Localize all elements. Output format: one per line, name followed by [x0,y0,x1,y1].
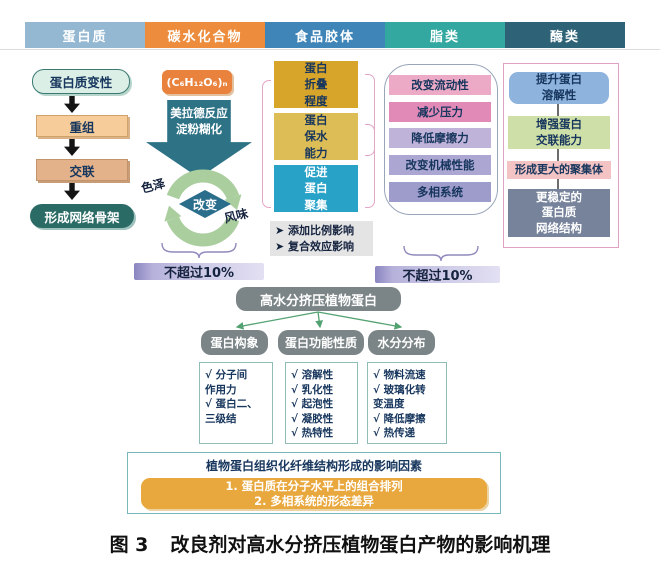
note-ratio-effect: ➤ 添加比例影响 [275,223,355,237]
functional-properties-node: 蛋白功能性质 [278,330,364,355]
legend-enzyme: 酶类 [505,22,625,48]
note-compound-effect: ➤ 复合效应影响 [275,239,355,253]
checklist-item: √ 起泡性 [291,398,334,410]
legend-colloid: 食品胶体 [265,22,385,48]
recombination-node: 重组 [36,115,128,137]
hme-plant-protein-node: 高水分挤压植物蛋白 [236,287,401,311]
water-holding-node: 蛋白 保水 能力 [274,113,358,160]
mechanical-node: 改变机械性能 [389,155,491,175]
larger-aggregates-node: 形成更大的聚集体 [507,161,611,179]
underbrace-icon [161,243,237,259]
protein-conformation-node: 蛋白构象 [201,330,268,355]
crosslink-node: 交联 [36,159,128,181]
legend-carbohydrate: 碳水化合物 [145,22,265,48]
carb-limit-badge: 不超过10% [134,263,264,281]
protein-folding-node: 蛋白 折叠 程度 [274,61,358,108]
right-bracket-icon [365,74,375,156]
checklist-item: √ 热特性 [291,427,334,439]
legend-lipid: 脂类 [385,22,505,48]
lipid-limit-badge: 不超过10% [375,266,500,284]
moisture-distribution-node: 水分分布 [368,330,435,355]
checklist-item: √ 蛋白二、 三级结 [205,398,258,425]
checklist-item: √ 分子间 作用力 [205,369,248,396]
checklist-item: √ 降低摩擦 [373,412,426,425]
lipid-group-outline [384,64,498,215]
factors-list: 1. 蛋白质在分子水平上的组合排列 2. 多相系统的形态差异 [141,478,487,509]
down-arrow-icon [64,183,80,200]
fanout-arrows-icon [235,311,403,330]
checklist-item: √ 物料流速 [373,369,426,381]
figure-caption: 图 3 改良剂对高水分挤压植物蛋白产物的影响机理 [0,530,660,557]
checklist-item: √ 玻璃化转 变温度 [373,383,426,411]
figure-title: 改良剂对高水分挤压植物蛋白产物的影响机理 [170,534,551,556]
legend-bar: 蛋白质 碳水化合物 食品胶体 脂类 酶类 [25,22,625,48]
figure-number: 图 3 [109,534,149,556]
pressure-node: 减少压力 [389,102,491,122]
protein-denaturation-node: 蛋白质变性 [32,69,130,94]
down-arrow-icon [64,96,80,113]
checklist-item: √ 凝胶性 [291,412,334,425]
solubility-boost-node: 提升蛋白 溶解性 [509,72,609,104]
right-bracket-icon [365,124,375,208]
crosslink-ability-node: 增强蛋白 交联能力 [508,116,610,149]
network-skeleton-node: 形成网络骨架 [30,204,134,228]
enzyme-group-outline [503,63,619,248]
underbrace-icon [403,246,479,262]
cycle-ribbons-icon [164,169,242,247]
checklist-item: √ 热传递 [373,427,416,439]
header-divider [0,49,660,50]
protein-aggregation-node: 促进 蛋白 聚集 [274,165,358,212]
flowability-node: 改变流动性 [389,75,491,95]
functional-checklist: √ 溶解性 √ 乳化性 √ 起泡性 √ 凝胶性 √ 热特性 [285,362,358,444]
stable-network-node: 更稳定的 蛋白质 网络结构 [508,189,610,237]
glucose-formula-node: (C₆H₁₂O₆)ₙ [162,70,232,94]
factors-title: 植物蛋白组织化纤维结构形成的影响因素 [205,459,422,473]
down-arrow-icon [64,139,80,156]
left-bracket-icon [262,80,271,208]
friction-node: 降低摩擦力 [389,128,491,148]
checklist-item: √ 乳化性 [291,383,334,396]
influence-factors-panel: 植物蛋白组织化纤维结构形成的影响因素 1. 蛋白质在分子水平上的组合排列 2. … [127,452,501,514]
checklist-item: √ 溶解性 [291,369,334,381]
multiphase-node: 多相系统 [389,182,491,202]
moisture-checklist: √ 物料流速 √ 玻璃化转 变温度 √ 降低摩擦 √ 热传递 [367,362,447,444]
colloid-notes: ➤ 添加比例影响 ➤ 复合效应影响 [270,221,373,256]
conformation-checklist: √ 分子间 作用力 √ 蛋白二、 三级结 [199,362,273,444]
legend-protein: 蛋白质 [25,22,145,48]
